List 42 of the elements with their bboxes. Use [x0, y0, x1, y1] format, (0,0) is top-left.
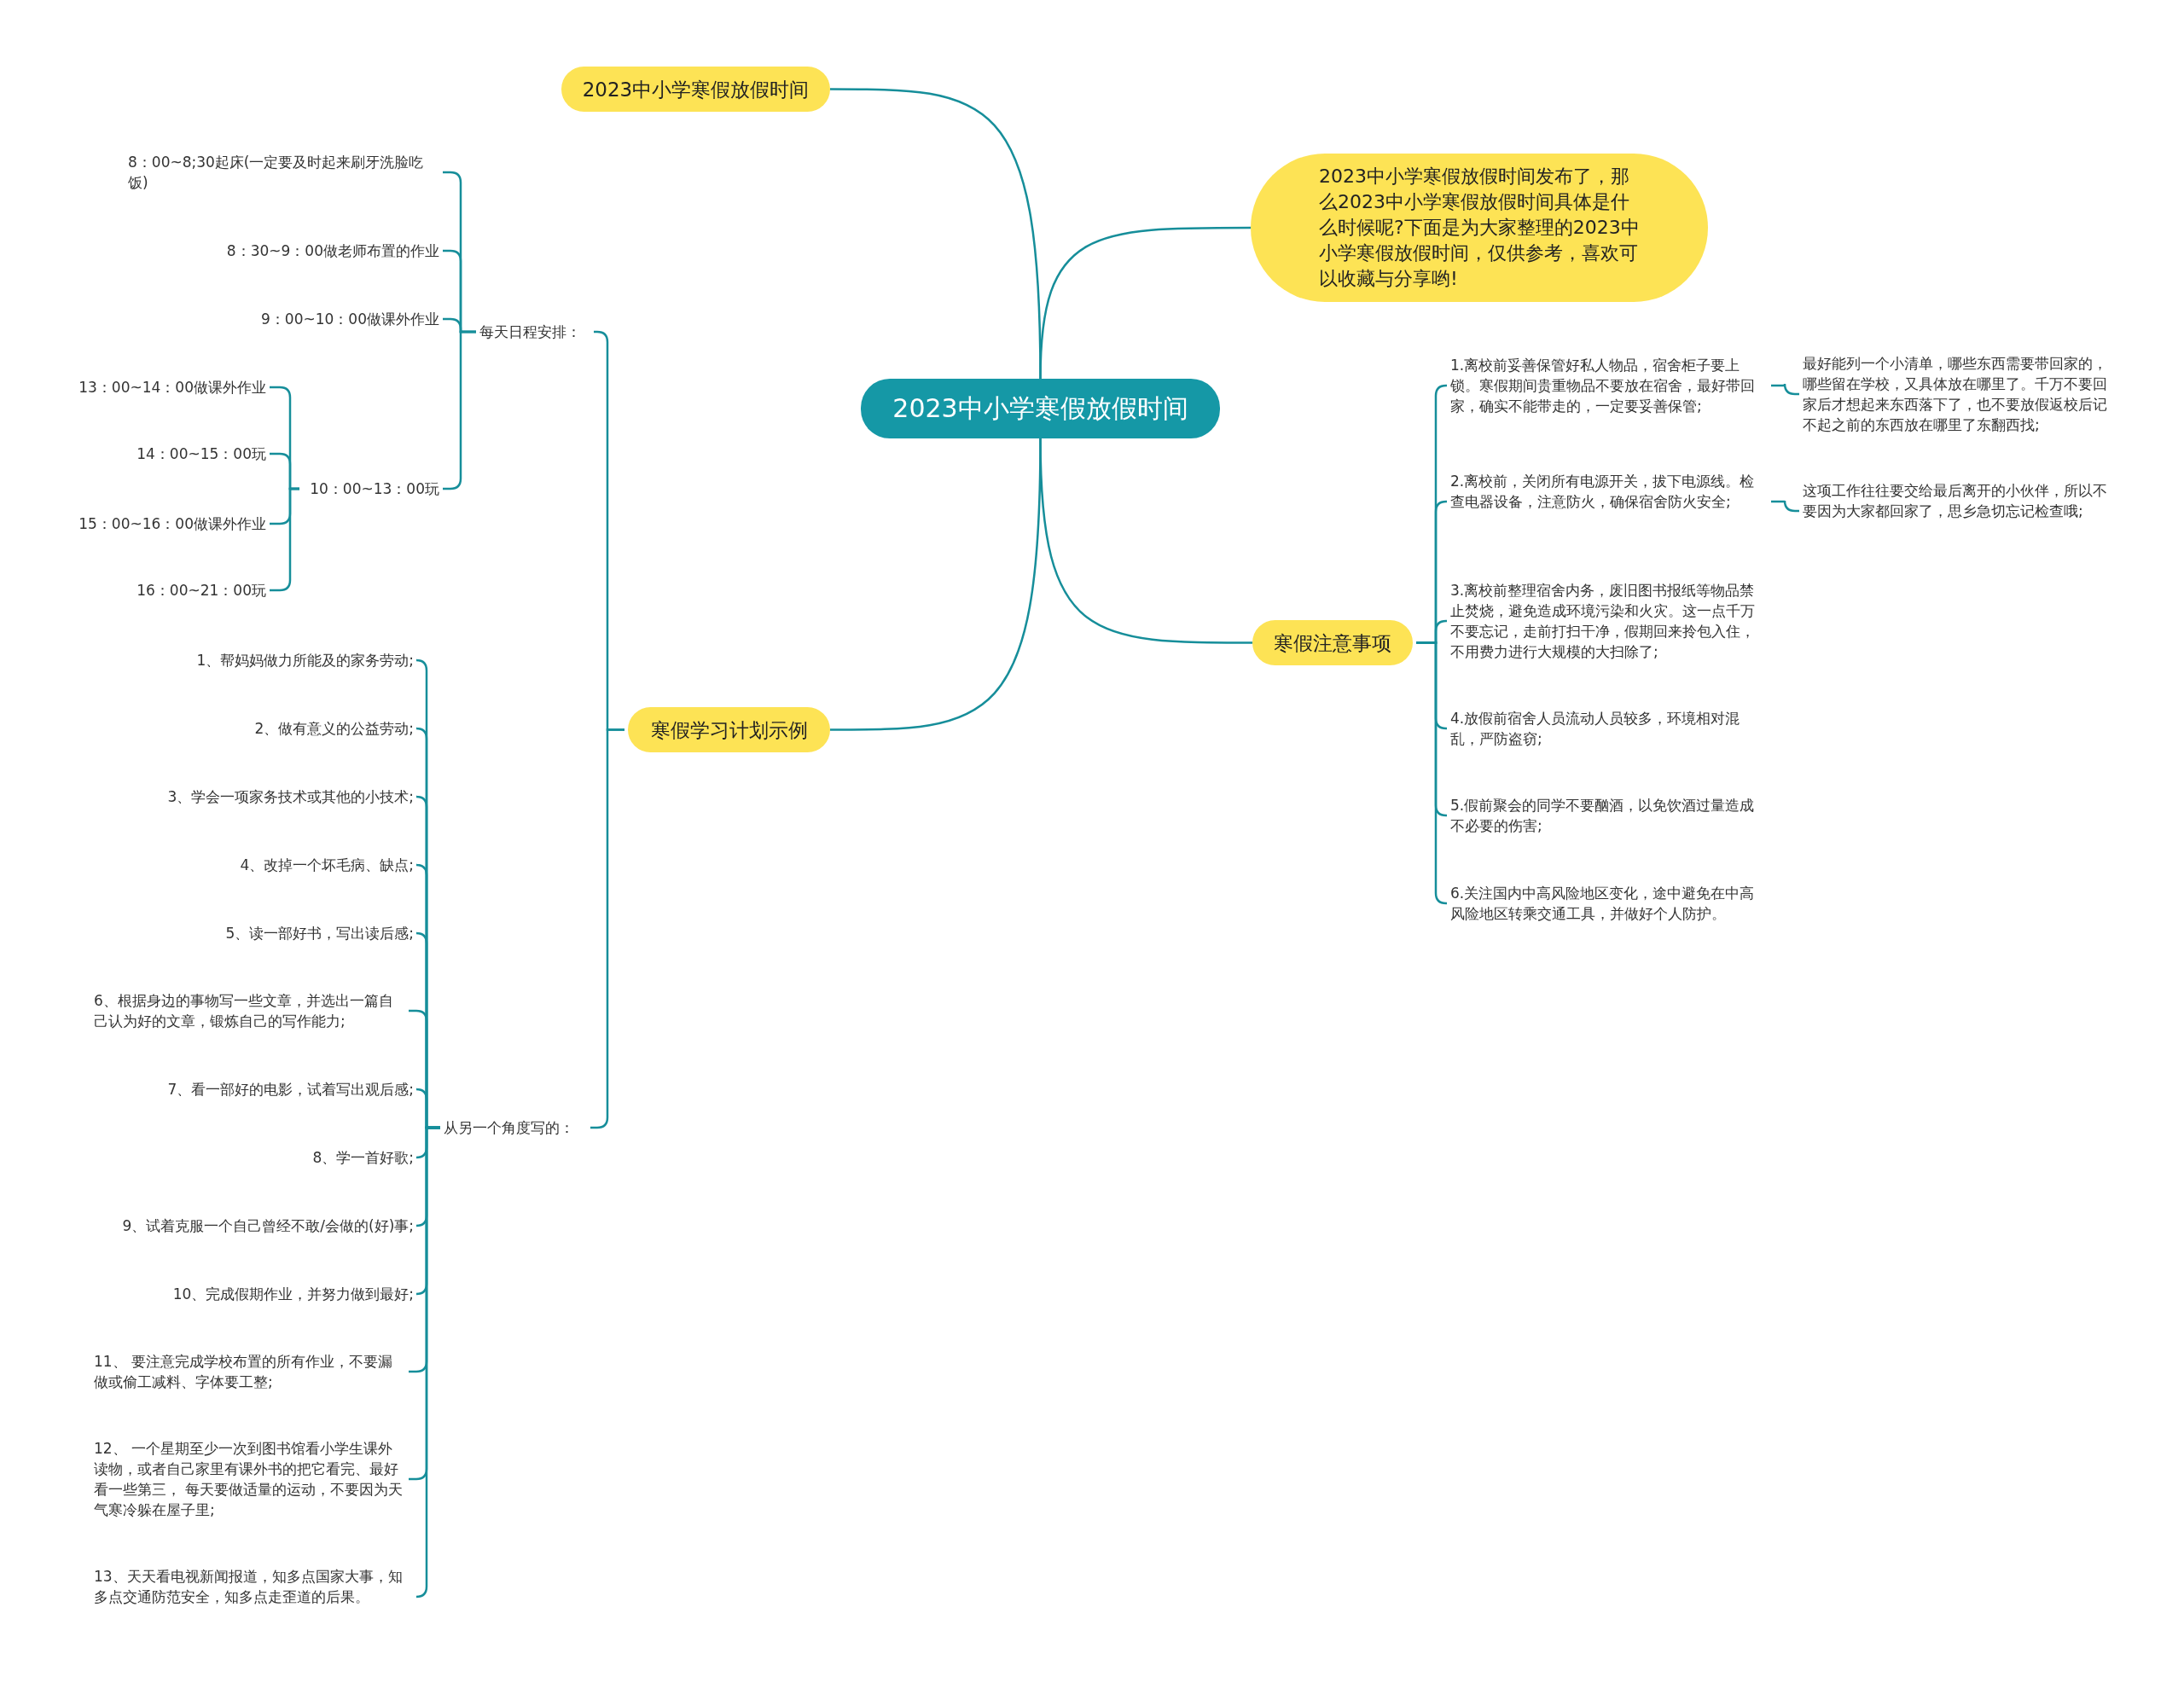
branch-text: 13、天天看电视新闻报道，知多点国家大事，知多点交通防范安全，知多点走歪道的后果。	[94, 1566, 414, 1627]
branch-text: 8：00~8;30起床(一定要及时起来刷牙洗脸吃饭)	[128, 152, 439, 193]
branch-text: 10：00~13：00玩	[303, 479, 439, 499]
branch-text: 1、帮妈妈做力所能及的家务劳动;	[85, 650, 414, 670]
branch-text: 1.离校前妥善保管好私人物品，宿舍柜子要上锁。寒假期间贵重物品不要放在宿舍，最好带回家，确实不能带走的，一定要妥善保管;	[1450, 355, 1768, 416]
branch-text: 9、试着克服一个自己曾经不敢/会做的(好)事;	[85, 1216, 414, 1236]
branch-text: 8：30~9：00做老师布置的作业	[128, 241, 439, 261]
branch-text: 2、做有意义的公益劳动;	[85, 718, 414, 739]
branch-text: 从另一个角度写的：	[444, 1117, 587, 1138]
branch-text: 14：00~15：00玩	[43, 444, 266, 464]
branch-text: 这项工作往往要交给最后离开的小伙伴，所以不要因为大家都回家了，思乡急切忘记检查哦;	[1803, 480, 2120, 542]
branch-text: 10、完成假期作业，并努力做到最好;	[85, 1284, 414, 1304]
connector	[1771, 382, 1799, 396]
branch-text: 7、看一部好的电影，试着写出观后感;	[85, 1079, 414, 1099]
branch-text: 3、学会一项家务技术或其他的小技术;	[85, 786, 414, 807]
branch-text: 8、学一首好歌;	[85, 1147, 414, 1168]
connector	[1416, 641, 1448, 905]
central-topic-box: 2023中小学寒假放假时间	[861, 379, 1220, 438]
branch-text: 5、读一部好书，写出读后感;	[85, 923, 414, 943]
branch-text: 5.假前聚会的同学不要酗酒，以免饮酒过量造成不必要的伤害;	[1450, 795, 1768, 836]
note-bubble: 2023中小学寒假放假时间发布了，那么2023中小学寒假放假时间具体是什么时候呢?下面是为大家整理的2023中小学寒假放假时间，仅供参考，喜欢可以收藏与分享哟!	[1251, 154, 1708, 302]
connector	[1771, 499, 1799, 513]
branch-text: 6.关注国内中高风险地区变化，途中避免在中高风险地区转乘交通工具，并做好个人防护。	[1450, 883, 1768, 924]
branch-text: 13：00~14：00做课外作业	[43, 377, 266, 397]
branch-text: 3.离校前整理宿舍内务，废旧图书报纸等物品禁止焚烧，避免造成环境污染和火灾。这一点千万不要忘记，走前打扫干净，假期回来拎包入住，不用费力进行大规模的大扫除了;	[1450, 580, 1768, 662]
branch-text: 9：00~10：00做课外作业	[128, 309, 439, 329]
branch-text: 15：00~16：00做课外作业	[43, 513, 266, 534]
topic-bubble: 寒假学习计划示例	[628, 707, 830, 752]
branch-text: 4、改掉一个坏毛病、缺点;	[85, 855, 414, 875]
branch-text: 4.放假前宿舍人员流动人员较多，环境相对混乱，严防盗窃;	[1450, 708, 1768, 749]
branch-text: 2.离校前，关闭所有电源开关，拔下电源线。检查电器设备，注意防火，确保宿舍防火安全;	[1450, 471, 1768, 532]
branch-text: 6、根据身边的事物写一些文章，并选出一篇自己认为好的文章，锻炼自己的写作能力;	[94, 990, 405, 1031]
connector	[830, 438, 1042, 731]
branch-text: 16：00~21：00玩	[43, 580, 266, 601]
connector	[1039, 226, 1251, 380]
connector	[415, 1126, 440, 1598]
branch-text: 最好能列一个小清单，哪些东西需要带回家的，哪些留在学校，又具体放在哪里了。千万不要回家后才想起来东西落下了，也不要放假返校后记不起之前的东西放在哪里了东翻西找;	[1803, 353, 2120, 435]
branch-text: 每天日程安排：	[479, 322, 590, 342]
branch-text: 12、 一个星期至少一次到图书馆看小学生课外读物，或者自己家里有课外书的把它看完、最好看一些第三， 每天要做适量的运动，不要因为天气寒冷躲在屋子里;	[94, 1438, 405, 1520]
topic-bubble: 寒假注意事项	[1252, 620, 1413, 665]
topic-bubble: 2023中小学寒假放假时间	[561, 67, 830, 112]
branch-text: 11、 要注意完成学校布置的所有作业，不要漏做或偷工减料、字体要工整;	[94, 1351, 405, 1392]
